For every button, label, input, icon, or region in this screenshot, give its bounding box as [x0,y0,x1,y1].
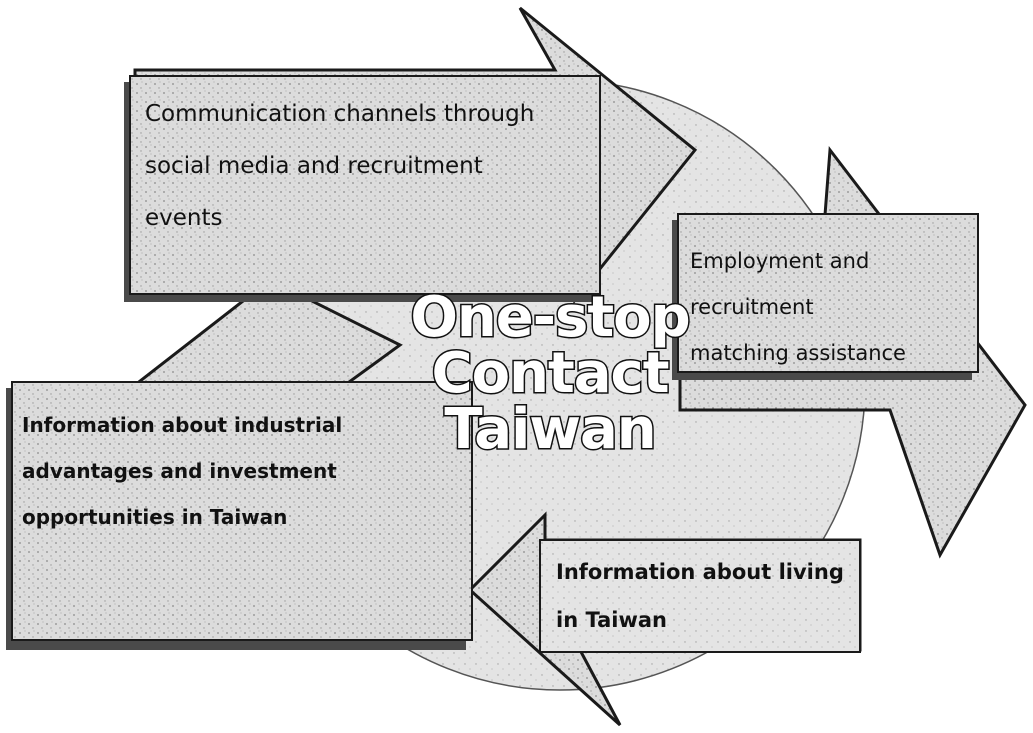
bottom-box [539,539,861,653]
right-box [677,213,979,373]
right-box-text: Employment and recruitment matching assi… [690,238,975,376]
bottom-box-line-1: Information about living [556,560,844,584]
bottom-box-text: Information about living in Taiwan [556,548,856,644]
top-box-line-1: Communication channels through [145,101,535,127]
left-box-text: Information about industrial advantages … [22,402,462,540]
hub-title-line-1: One-stop [409,285,692,350]
top-box [129,75,601,295]
top-box-line-2: social media and recruitment [145,153,483,179]
left-box-line-1: Information about industrial [22,413,343,437]
hub-title-line-2: Contact [430,341,671,406]
right-box-line-2: recruitment [690,295,814,319]
left-box [11,381,473,641]
left-box-line-3: opportunities in Taiwan [22,505,288,529]
right-box-line-1: Employment and [690,249,870,273]
top-box-line-3: events [145,205,223,231]
right-box-line-3: matching assistance [690,341,906,365]
hub-title: One-stop Contact Taiwan [400,285,700,462]
hub-title-line-3: Taiwan [443,397,658,462]
top-box-text: Communication channels through social me… [145,88,595,244]
left-box-line-2: advantages and investment [22,459,337,483]
bottom-box-line-2: in Taiwan [556,608,667,632]
